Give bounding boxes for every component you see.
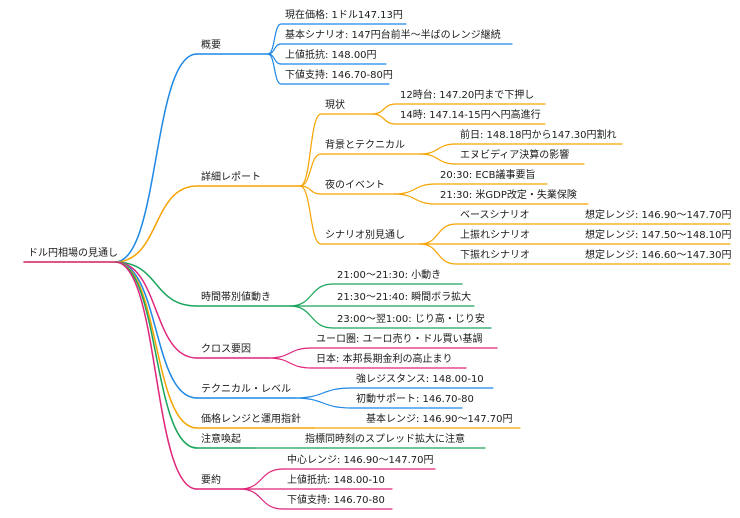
leaf-node: ユーロ圏: ユーロ売り・ドル買い基調 — [316, 334, 483, 345]
root-node: ドル円相場の見通し — [28, 248, 118, 259]
leaf-node: 上値抵抗: 148.00円 — [285, 50, 377, 61]
branch-node: 要約 — [201, 475, 221, 486]
subtopic-node: ベースシナリオ — [460, 210, 530, 221]
subtopic-node: 下振れシナリオ — [460, 250, 530, 261]
leaf-node: 21:30: 米GDP改定・失業保険 — [440, 190, 577, 201]
connector-0 — [114, 53, 198, 263]
subtopic-node: シナリオ別見通し — [325, 230, 405, 241]
branch-node: 注意喚起 — [201, 434, 241, 445]
subtopic-node: 現状 — [325, 100, 345, 111]
leaf-node: 強レジスタンス: 148.00-10 — [356, 374, 484, 385]
connector-1-3-0 — [419, 223, 457, 245]
leaf-node: 21:30～21:40: 瞬間ボラ拡大 — [337, 292, 472, 303]
branch-node: 時間帯別値動き — [201, 292, 271, 303]
branch-node: 概要 — [201, 40, 221, 51]
connector-1-2-1 — [393, 193, 437, 205]
leaf-node: 指標同時刻のスプレッド拡大に注意 — [305, 434, 465, 445]
connector-1-3-2 — [419, 243, 457, 265]
connector-4-0 — [293, 387, 353, 399]
connector-1-0 — [299, 113, 322, 187]
connector-7-2 — [239, 488, 284, 510]
leaf-node: 日本: 本邦長期金利の高止まり — [316, 354, 453, 365]
connector-1-0-1 — [371, 113, 397, 125]
connector-3-1 — [267, 357, 313, 369]
connector-7 — [114, 261, 198, 490]
connector-2-2 — [289, 305, 334, 329]
leaf-node: 中心レンジ: 146.90～147.70円 — [287, 455, 434, 466]
leaf-node: エヌビディア決算の影響 — [460, 150, 570, 161]
connector-3-0 — [267, 347, 313, 359]
leaf-node: 14時: 147.14-15円へ円高進行 — [400, 110, 541, 121]
leaf-node: 12時台: 147.20円まで下押し — [400, 90, 535, 101]
leaf-node: 21:00～21:30: 小動き — [337, 270, 442, 281]
branch-node: 詳細レポート — [201, 172, 261, 183]
connector-1-1 — [299, 153, 322, 187]
connector-1-2-0 — [393, 183, 437, 195]
connector-0-3 — [267, 53, 282, 85]
connector-1 — [114, 185, 198, 263]
subtopic-node: 上振れシナリオ — [460, 230, 530, 241]
branch-node: クロス要因 — [201, 344, 251, 355]
leaf-node: 下値支持: 146.70-80円 — [285, 70, 393, 81]
connector-4-1 — [293, 397, 353, 409]
subtopic-node: 背景とテクニカル — [325, 140, 405, 151]
subtopic-node: 夜のイベント — [325, 180, 385, 191]
leaf-node: 23:00～翌1:00: じり高・じり安 — [337, 314, 485, 325]
connector-6 — [114, 261, 198, 449]
connector-1-1-0 — [419, 143, 457, 155]
connector-3 — [114, 261, 198, 359]
connector-4 — [114, 261, 198, 399]
leaf-node: 想定レンジ: 147.50～148.10円 — [585, 230, 732, 241]
connector-2-0 — [289, 283, 334, 307]
leaf-node: 基本シナリオ: 147円台前半～半ばのレンジ継続 — [285, 30, 501, 41]
leaf-node: 現在価格: 1ドル147.13円 — [285, 10, 403, 21]
branch-node: 価格レンジと運用指針 — [201, 414, 301, 425]
leaf-node: 下値支持: 146.70-80 — [287, 495, 385, 506]
connector-5 — [114, 261, 198, 429]
connector-1-3 — [299, 185, 322, 245]
leaf-node: 前日: 148.18円から147.30円割れ — [460, 130, 617, 141]
leaf-node: 基本レンジ: 146.90～147.70円 — [366, 414, 513, 425]
leaf-node: 想定レンジ: 146.90～147.70円 — [585, 210, 732, 221]
leaf-node: 上値抵抗: 148.00-10 — [287, 475, 385, 486]
connector-7-0 — [239, 468, 284, 490]
connector-1-1-1 — [419, 153, 457, 165]
connector-2 — [114, 261, 198, 307]
connector-1-0-0 — [371, 103, 397, 115]
branch-node: テクニカル・レベル — [201, 384, 291, 395]
connector-1-2 — [299, 185, 322, 195]
leaf-node: 想定レンジ: 146.60～147.30円 — [585, 250, 732, 261]
leaf-node: 20:30: ECB議事要旨 — [440, 170, 536, 181]
leaf-node: 初動サポート: 146.70-80 — [356, 394, 474, 405]
